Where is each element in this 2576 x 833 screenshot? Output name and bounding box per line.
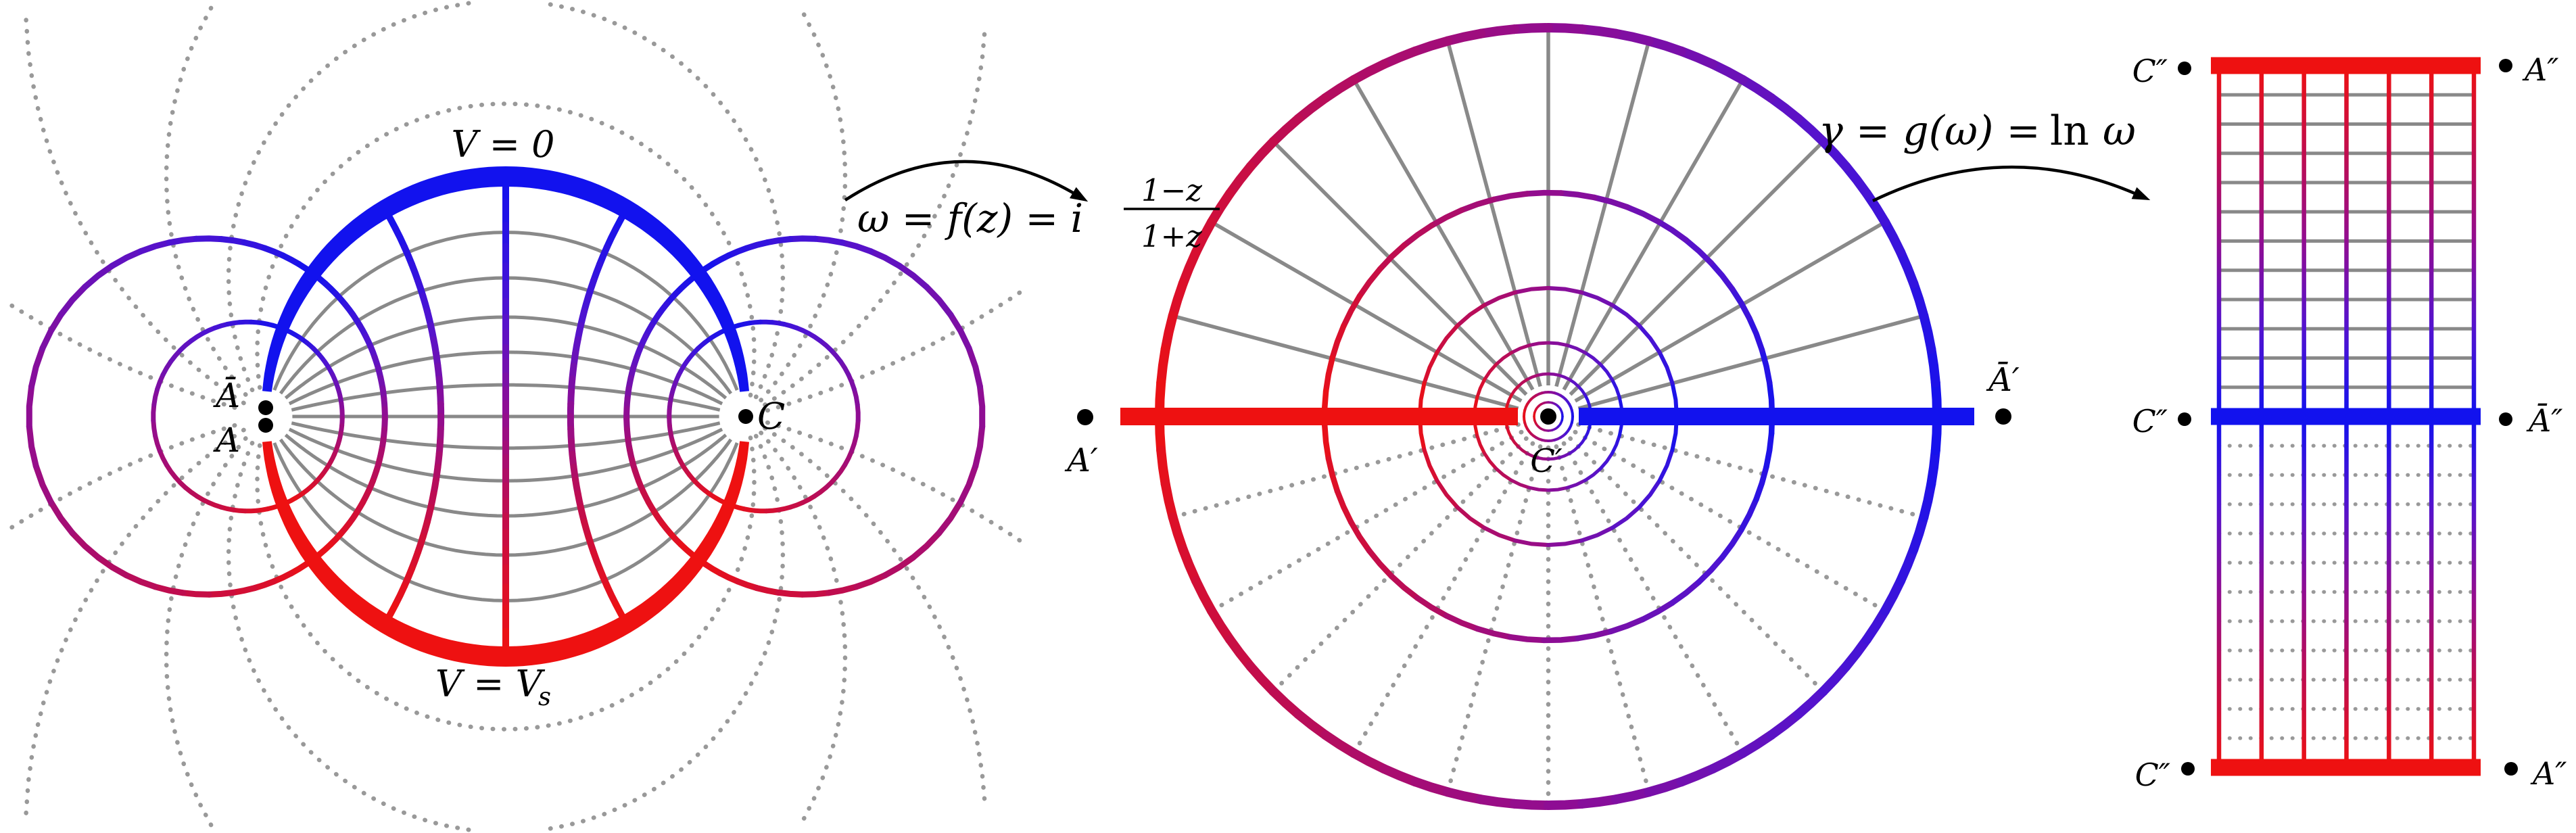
- formula-2-omega: ω: [2103, 108, 2136, 155]
- labels-layer: ω = f(z) = i 1−z 1+z γ = g(ω) = ln ω V =…: [213, 51, 2567, 793]
- formula-omega-of-z: ω = f(z) = i: [857, 195, 1083, 241]
- dot-A-z: [258, 418, 273, 433]
- dot-C-pp-mid: [2178, 412, 2191, 426]
- formula-gamma-of-omega: γ = g(ω) =: [1819, 108, 2041, 155]
- dot-C-pp-top: [2178, 62, 2191, 75]
- formula-2-ln: ln: [2050, 108, 2089, 155]
- map-arrow-1: [844, 160, 1089, 202]
- label-A-dprime-top: A″: [2522, 51, 2558, 88]
- dot-Abar-z: [258, 400, 273, 415]
- label-v-equals-vs: V = V: [435, 663, 546, 705]
- label-A: A: [213, 421, 240, 460]
- label-C-dprime-bot: C″: [2135, 757, 2170, 793]
- label-A-prime: A′: [1064, 442, 1098, 479]
- marked-points: [258, 59, 2518, 776]
- dot-A-pp-bot: [2504, 762, 2518, 776]
- omega-plane-figure: [1120, 23, 1974, 810]
- label-Abar-dprime-mid: Ā″: [2526, 402, 2562, 439]
- dot-Abar-pp-mid: [2499, 412, 2512, 426]
- formula-1-denominator: 1+z: [1141, 218, 1202, 254]
- dot-C-prime: [1540, 408, 1556, 425]
- label-vs-subscript: s: [538, 682, 551, 711]
- dot-C-z: [738, 409, 753, 424]
- gamma-plane-figure: [2211, 57, 2481, 776]
- map-arrow-2: [1872, 165, 2151, 203]
- z-plane-figure: [9, 1, 1030, 832]
- dot-A-pp-top: [2499, 59, 2512, 72]
- formula-1-numerator: 1−z: [1141, 172, 1202, 208]
- label-Abar-prime: Ā′: [1986, 361, 2020, 399]
- label-C: C: [757, 395, 785, 437]
- dot-A-prime: [1077, 409, 1093, 425]
- dot-C-pp-bot: [2181, 762, 2195, 776]
- label-A-bar: Ā: [213, 376, 240, 415]
- label-C-prime: C′: [1530, 442, 1563, 480]
- map-arrows: [844, 160, 2151, 203]
- label-v-equals-0: V = 0: [452, 123, 555, 166]
- label-C-dprime-top: C″: [2132, 53, 2168, 89]
- dot-Abar-prime: [1995, 408, 2011, 425]
- label-C-dprime-mid: C″: [2132, 403, 2168, 439]
- label-A-dprime-bot: A″: [2530, 755, 2567, 792]
